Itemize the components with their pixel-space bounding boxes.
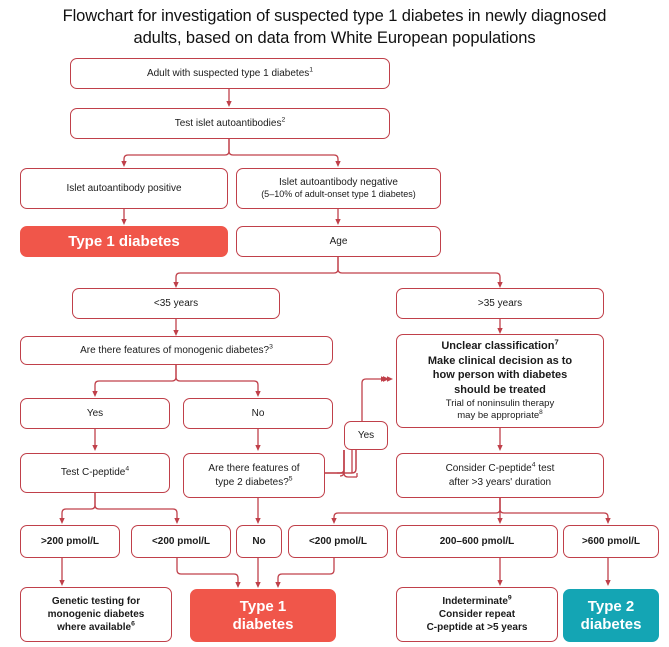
- node-label: Unclear classification: [441, 340, 555, 353]
- node-genetic-testing[interactable]: Genetic testing for monogenic diabetes w…: [20, 587, 172, 642]
- node-label: >600 pmol/L: [581, 535, 641, 547]
- node-line2: monogenic diabetes: [47, 608, 145, 620]
- node-label: No: [252, 535, 266, 547]
- node-line4: should be treated: [454, 383, 546, 396]
- node-label: Type 1 diabetes: [68, 232, 180, 250]
- node-sublabel: (5–10% of adult-onset type 1 diabetes): [261, 189, 416, 200]
- node-label: Are there features of: [208, 463, 300, 475]
- node-label: Adult with suspected type 1 diabetes: [146, 67, 310, 79]
- node-test-c-peptide[interactable]: Test C-peptide4: [20, 453, 170, 493]
- node-line5: Trial of noninsulin therapy: [445, 397, 555, 409]
- node-lt-200-pmol-left[interactable]: <200 pmol/L: [131, 525, 231, 558]
- node-label: Are there features of monogenic diabetes…: [80, 344, 270, 356]
- node-line2: Make clinical decision as to: [427, 354, 573, 367]
- node-line2: after >3 years' duration: [448, 476, 552, 488]
- node-type1-diabetes-early[interactable]: Type 1 diabetes: [20, 226, 228, 257]
- node-200-600-pmol[interactable]: 200–600 pmol/L: [396, 525, 558, 558]
- node-line2: diabetes: [580, 615, 642, 633]
- node-label: Type 2: [587, 597, 635, 615]
- node-islet-negative[interactable]: Islet autoantibody negative (5–10% of ad…: [236, 168, 441, 209]
- node-label: <200 pmol/L: [151, 535, 211, 547]
- node-label: Yes: [86, 407, 104, 419]
- page-title: Flowchart for investigation of suspected…: [62, 7, 607, 47]
- footnote-marker: 3: [269, 343, 273, 351]
- node-line2: diabetes: [232, 615, 294, 633]
- node-label-tail: test: [535, 463, 555, 475]
- node-adult-suspected[interactable]: Adult with suspected type 1 diabetes1: [70, 58, 390, 89]
- node-indeterminate[interactable]: Indeterminate9 Consider repeat C-peptide…: [396, 587, 558, 642]
- node-type2-features-yes[interactable]: Yes: [344, 421, 388, 450]
- node-label: Test islet autoantibodies: [174, 117, 282, 129]
- node-gt-200-pmol[interactable]: >200 pmol/L: [20, 525, 120, 558]
- footnote-marker: 8: [539, 408, 543, 416]
- node-label: Test C-peptide: [60, 467, 126, 479]
- node-label: >35 years: [477, 297, 523, 309]
- footnote-marker: 2: [281, 116, 286, 124]
- node-type2-features[interactable]: Are there features of type 2 diabetes?5: [183, 453, 325, 498]
- node-islet-positive[interactable]: Islet autoantibody positive: [20, 168, 228, 209]
- node-monogenic-features[interactable]: Are there features of monogenic diabetes…: [20, 336, 333, 365]
- node-line3: where available: [57, 622, 132, 634]
- node-label: <200 pmol/L: [308, 535, 368, 547]
- node-line3: C-peptide at >5 years: [426, 622, 528, 634]
- footnote-marker: 9: [507, 594, 512, 602]
- node-label: Islet autoantibody negative: [279, 176, 398, 188]
- node-age-under-35[interactable]: <35 years: [72, 288, 280, 319]
- node-gt-600-pmol[interactable]: >600 pmol/L: [563, 525, 659, 558]
- node-test-islet-autoantibodies[interactable]: Test islet autoantibodies2: [70, 108, 390, 139]
- footnote-marker: 7: [554, 337, 559, 347]
- node-line2: type 2 diabetes?: [215, 476, 289, 488]
- footnote-marker: 4: [531, 461, 536, 469]
- node-label: Indeterminate: [442, 595, 508, 607]
- node-label: Type 1: [239, 597, 287, 615]
- node-lt-200-pmol-mid[interactable]: <200 pmol/L: [288, 525, 388, 558]
- node-line3: how person with diabetes: [432, 369, 568, 382]
- footnote-marker: 5: [288, 475, 293, 483]
- node-line6: may be appropriate: [457, 410, 540, 422]
- node-monogenic-no[interactable]: No: [183, 398, 333, 429]
- node-monogenic-yes[interactable]: Yes: [20, 398, 170, 429]
- node-label: >200 pmol/L: [40, 535, 100, 547]
- footnote-marker: 6: [131, 620, 135, 628]
- footnote-marker: 4: [125, 466, 130, 474]
- node-line2: Consider repeat: [438, 608, 516, 620]
- node-label: 200–600 pmol/L: [439, 535, 515, 547]
- node-type2-diabetes-final[interactable]: Type 2 diabetes: [563, 589, 659, 642]
- node-label: Islet autoantibody positive: [66, 182, 182, 194]
- node-label: Genetic testing for: [51, 595, 141, 607]
- footnote-marker: 1: [309, 66, 314, 74]
- node-type1-diabetes-final[interactable]: Type 1 diabetes: [190, 589, 336, 642]
- node-label: <35 years: [153, 297, 199, 309]
- node-unclear-classification[interactable]: Unclear classification7 Make clinical de…: [396, 334, 604, 428]
- node-type2-features-no[interactable]: No: [236, 525, 282, 558]
- node-age-over-35[interactable]: >35 years: [396, 288, 604, 319]
- node-age[interactable]: Age: [236, 226, 441, 257]
- node-label: No: [251, 407, 265, 419]
- node-label: Age: [329, 235, 348, 247]
- node-consider-c-peptide[interactable]: Consider C-peptide4 test after >3 years'…: [396, 453, 604, 498]
- node-label: Consider C-peptide: [445, 463, 532, 475]
- node-label: Yes: [357, 429, 375, 441]
